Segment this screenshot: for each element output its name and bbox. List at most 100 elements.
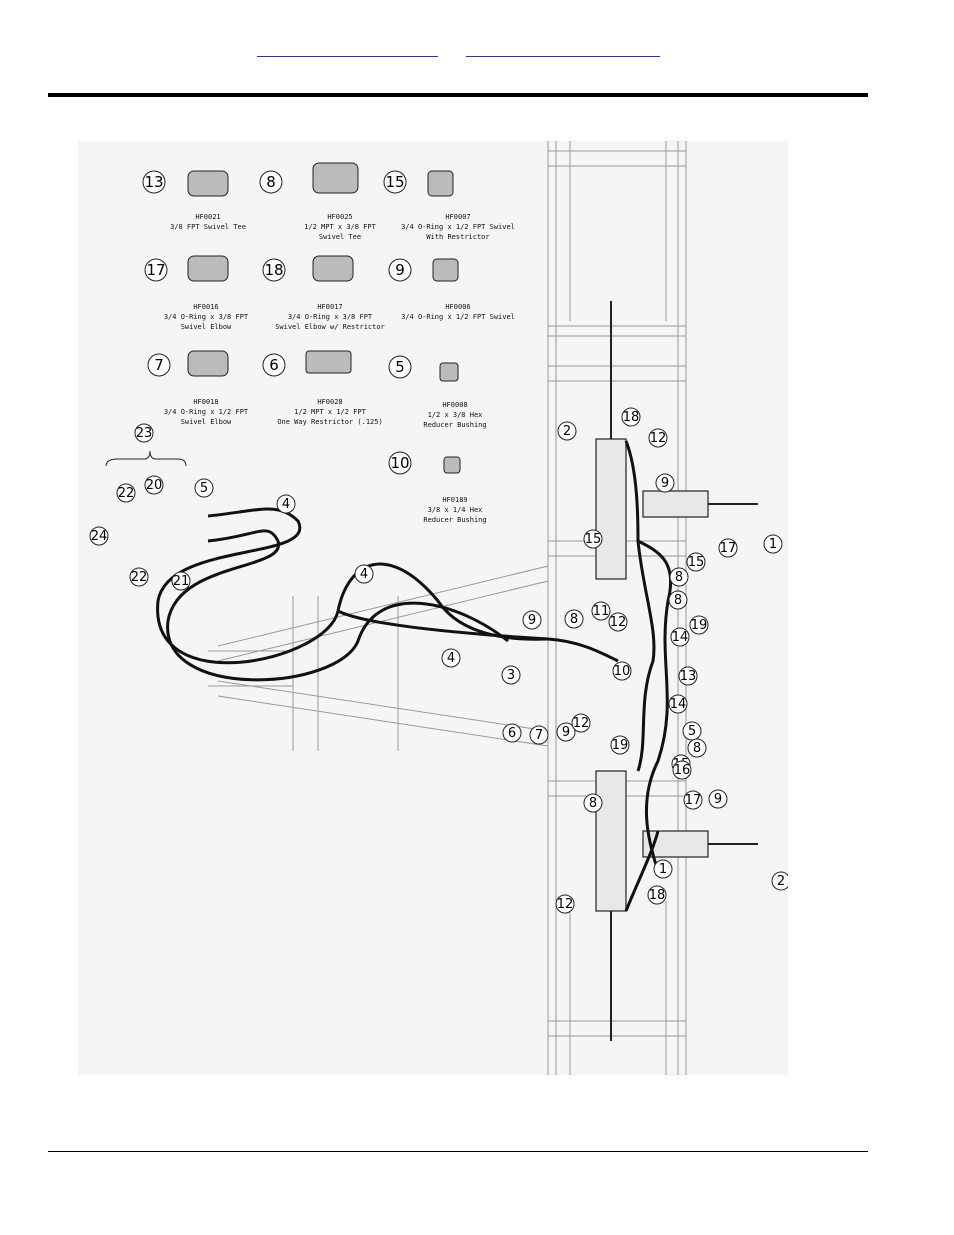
part-number: 9 [395,261,405,279]
callout-number: 16 [674,763,691,778]
part-desc: 1/2 MPT x 3/8 FPT [304,223,376,231]
callout-number: 8 [693,741,701,756]
callout-number: 10 [614,664,631,679]
part-number: 15 [385,173,404,191]
part-desc: 3/8 FPT Swivel Tee [170,223,246,231]
callout-number: 24 [91,529,108,544]
part-desc: Swivel Tee [319,233,361,241]
callout-circle [668,590,688,610]
callout-circle [612,661,632,681]
callout-number: 2 [777,874,785,889]
callout-number: 23 [136,426,153,441]
callout-number: 8 [674,593,682,608]
callout-number: 7 [535,728,543,743]
callout-number: 8 [570,612,578,627]
part-desc: 1/2 MPT x 1/2 FPT [294,408,366,416]
part-code: HF0021 [195,213,220,221]
callout-number: 11 [593,604,610,619]
callout-number: 1 [659,862,667,877]
callout-number: 8 [675,570,683,585]
callout-number: 17 [720,541,737,556]
header-link-1[interactable] [257,44,438,57]
callout-number: 12 [610,615,627,630]
callout-number: 4 [360,567,368,582]
callout-circle [621,407,641,427]
callout-number: 21 [173,574,190,589]
callout-circle [529,725,549,745]
part-desc: With Restrictor [426,233,489,241]
group-brace [105,450,187,467]
callout-circle [556,722,576,742]
callout-number: 3 [507,668,515,683]
callout-number: 2 [563,424,571,439]
callout-circle [591,601,611,621]
callout-number: 18 [649,888,666,903]
callout-circle [116,483,136,503]
part-desc: Swivel Elbow [181,323,232,331]
callout-number: 14 [672,630,689,645]
callout-circle [672,760,692,780]
callout-number: 19 [612,738,629,753]
part-desc: Swivel Elbow [181,418,232,426]
callout-circle [354,564,374,584]
callout-number: 12 [650,431,667,446]
cylinders [595,301,758,1041]
implement-frame [208,141,687,1075]
callout-number: 5 [688,724,696,739]
callout-number: 18 [623,410,640,425]
part-code: HF0025 [327,213,352,221]
part-code: HF0189 [442,496,467,504]
callout-number: 15 [585,532,602,547]
callout-circle [171,571,191,591]
callout-circle [501,665,521,685]
part-desc: 3/4 O-Ring x 3/8 FPT [288,313,373,321]
part-number: 13 [144,173,163,191]
part-code: HF0018 [193,398,218,406]
callout-circle [129,567,149,587]
callout-circle [687,738,707,758]
part-number: 8 [266,173,276,191]
callout-circle [648,428,668,448]
part-code: HF0017 [317,303,342,311]
callout-circle [668,694,688,714]
part-code: HF0006 [445,303,470,311]
part-desc: 3/4 O-Ring x 3/8 FPT [164,313,249,321]
part-desc: 3/4 O-Ring x 1/2 FPT [164,408,249,416]
legend-numbers: 13 8 15 17 18 9 7 6 5 10 [142,170,412,475]
part-number: 18 [264,261,283,279]
callout-number: 9 [562,725,570,740]
callout-circle [441,648,461,668]
callout-circle [653,859,673,879]
header-link-2[interactable] [466,44,660,57]
callout-circle [689,615,709,635]
callout-circle [522,610,542,630]
part-captions: HF0021 3/8 FPT Swivel Tee HF0025 1/2 MPT… [164,213,515,524]
callout-circle [708,789,728,809]
callout-number: 12 [557,897,574,912]
part-desc: One Way Restrictor (.125) [277,418,382,426]
footer-rule [48,1151,868,1152]
part-number: 6 [269,356,279,374]
part-desc: 1/2 x 3/8 Hex [428,411,483,419]
part-code: HF0016 [193,303,218,311]
callout-circle [564,609,584,629]
callout-circle [763,534,783,554]
callout-number: 9 [714,792,722,807]
callout-circle [610,735,630,755]
callout-number: 4 [447,651,455,666]
callout-number: 17 [685,793,702,808]
callout-circle [583,529,603,549]
callout-number: 1 [769,537,777,552]
part-number: 10 [390,454,409,472]
part-number: 7 [154,356,164,374]
part-code: HF0007 [445,213,470,221]
hydraulic-parts-diagram: HF0021 3/8 FPT Swivel Tee HF0025 1/2 MPT… [78,141,791,1075]
callout-circle [670,627,690,647]
callout-number: 13 [680,669,697,684]
callout-number: 14 [670,697,687,712]
callout-number: 19 [691,618,708,633]
part-desc: 3/8 x 1/4 Hex [428,506,483,514]
callout-circle [583,793,603,813]
callout-circle [678,666,698,686]
